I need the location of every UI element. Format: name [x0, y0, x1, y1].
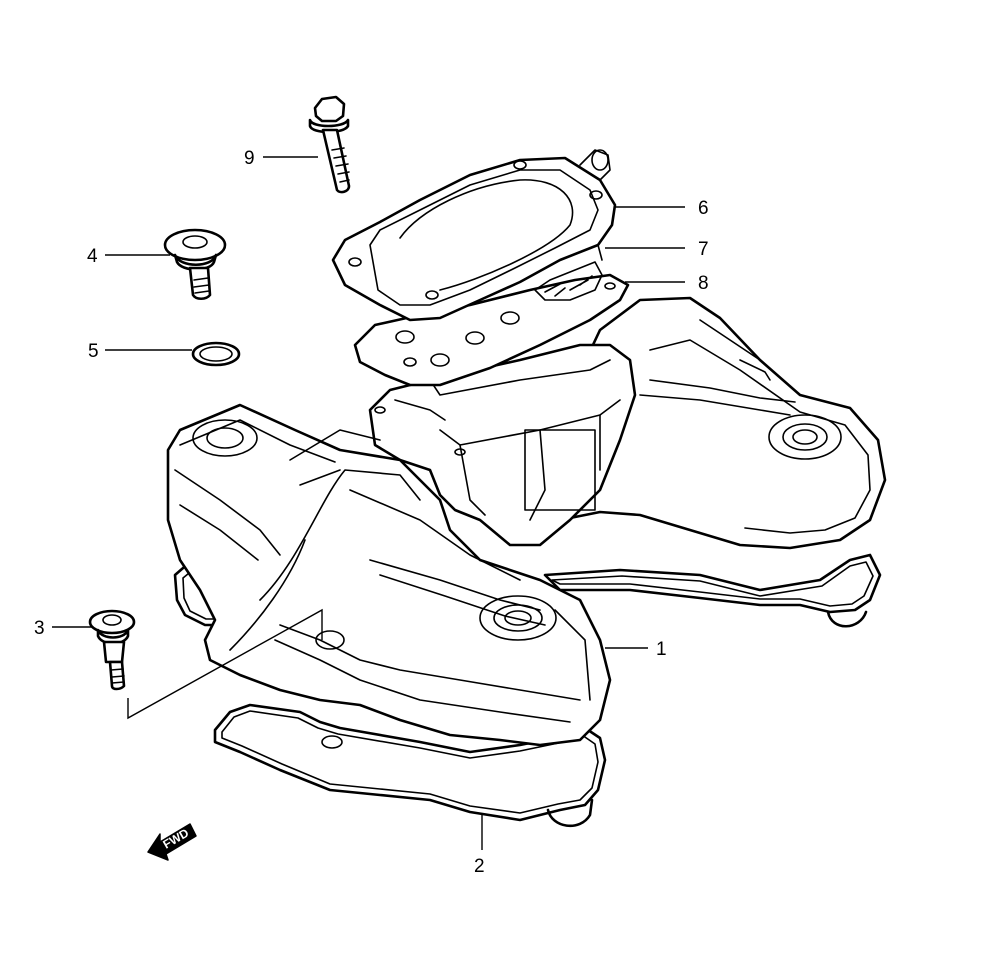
callout-4: 4: [87, 246, 98, 267]
cylinder-head-cover: [166, 296, 887, 747]
callout-5: 5: [88, 341, 99, 362]
callout-9: 9: [244, 148, 255, 169]
fwd-direction-marker: FWD: [147, 823, 197, 861]
callout-8: 8: [698, 273, 709, 294]
flange-screw: [163, 228, 227, 301]
callout-7: 7: [698, 239, 709, 260]
callout-1: 1: [656, 639, 667, 660]
o-ring: [191, 341, 241, 367]
shoulder-screw: [88, 608, 323, 720]
gasket-front: [213, 703, 607, 828]
mesh-screen: [534, 244, 603, 301]
callout-labels: 1 2 3 4 5 6 7 8 9: [34, 148, 709, 877]
callout-3: 3: [34, 618, 45, 639]
leader-lines: [52, 156, 685, 850]
bolt-long: [308, 95, 351, 194]
breather-cover: [331, 149, 617, 322]
callout-6: 6: [698, 198, 709, 219]
callout-2: 2: [474, 856, 485, 877]
arrow-left-icon: [147, 823, 197, 861]
